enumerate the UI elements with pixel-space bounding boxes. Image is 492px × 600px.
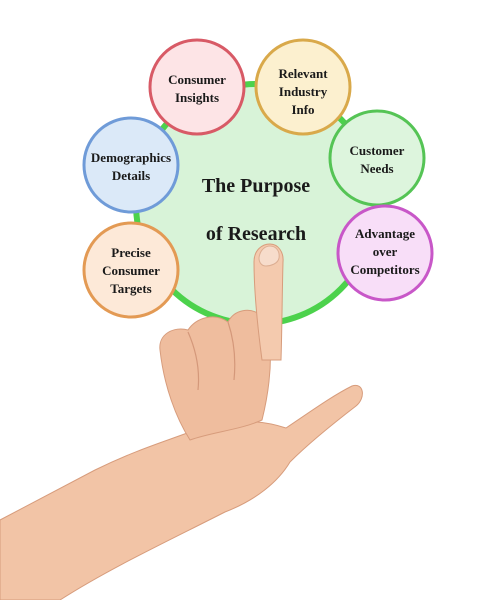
pointing-hand-icon <box>0 243 363 600</box>
center-title-line-1: The Purpose <box>202 175 310 197</box>
node-label-line: Insights <box>175 90 219 105</box>
center-title-line-2: of Research <box>206 223 306 245</box>
node-label-line: Details <box>112 168 150 183</box>
node-label-line: Customer <box>350 143 405 158</box>
fingernail-shape <box>258 245 280 267</box>
node-label-line: Competitors <box>350 262 419 277</box>
node-circle <box>82 221 180 319</box>
node-label-line: Consumer <box>168 72 226 87</box>
hand-knuckles-shape <box>159 309 272 441</box>
node-label-line: Industry <box>279 84 328 99</box>
node-circle <box>82 116 180 214</box>
node-label-line: Targets <box>110 281 151 296</box>
node-label-line: Relevant <box>278 66 328 81</box>
node-precise-consumer-targets: Precise Consumer Targets <box>82 221 180 319</box>
node-consumer-insights: Consumer Insights <box>148 38 246 136</box>
index-finger-shape <box>253 243 284 361</box>
node-circle <box>328 109 426 207</box>
node-label-line: Info <box>291 102 314 117</box>
node-circle <box>336 204 434 302</box>
node-label-line: Advantage <box>355 226 415 241</box>
node-label-line: Consumer <box>102 263 160 278</box>
node-label-line: over <box>373 244 398 259</box>
node-circle <box>254 38 352 136</box>
node-advantage-over-competitors: Advantage over Competitors <box>336 204 434 302</box>
node-label-line: Precise <box>111 245 151 260</box>
node-label-line: Needs <box>360 161 393 176</box>
node-circle <box>148 38 246 136</box>
node-customer-needs: Customer Needs <box>328 109 426 207</box>
node-relevant-industry-info: Relevant Industry Info <box>254 38 352 136</box>
node-demographics-details: Demographics Details <box>82 116 180 214</box>
node-label-line: Demographics <box>91 150 171 165</box>
hand-knuckle-creases <box>187 321 236 391</box>
